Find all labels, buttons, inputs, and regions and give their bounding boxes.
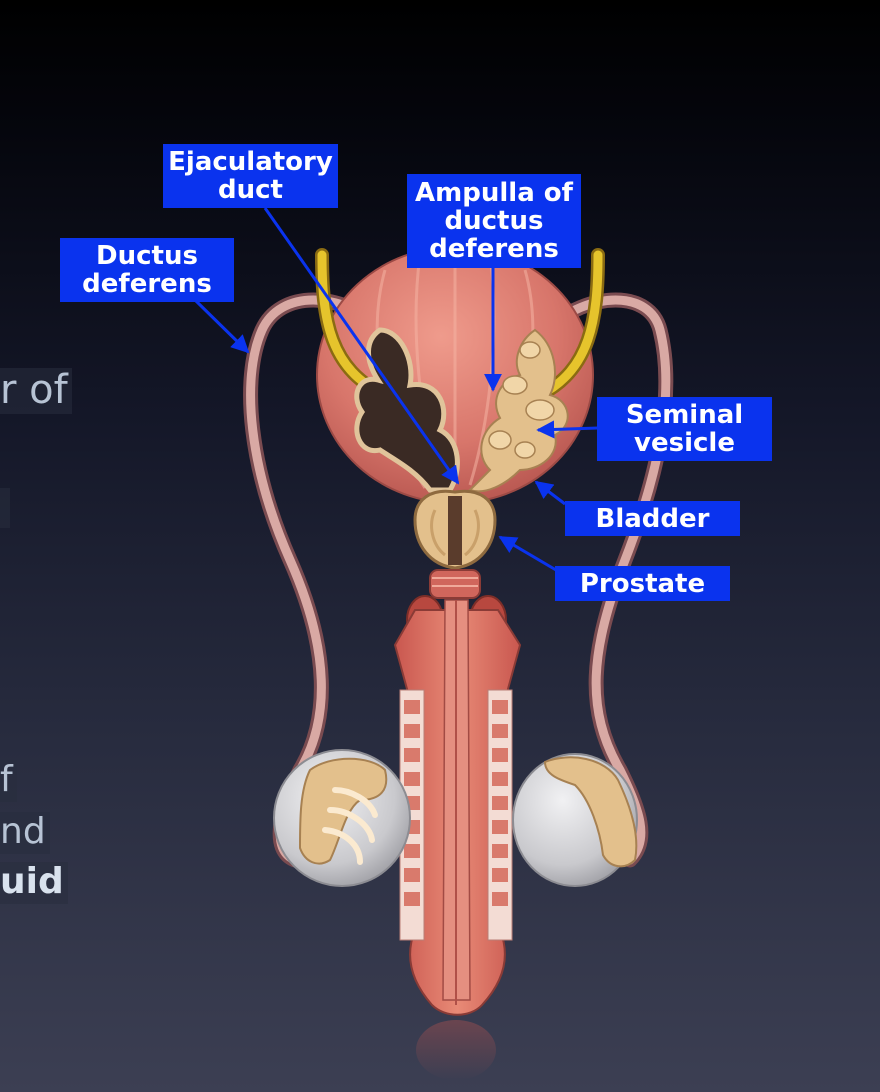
arrow-bladder: [534, 480, 566, 506]
background-text-line-3: nd: [0, 812, 50, 854]
arrow-ductus-deferens: [193, 298, 250, 354]
label-seminal-vesicle: Seminal vesicle: [597, 397, 772, 461]
background-text-line-2: f: [0, 760, 17, 802]
label-ampulla-of-ductus-deferens: Ampulla of ductus deferens: [407, 174, 581, 268]
background-text-line-1: r of: [0, 368, 72, 414]
background-bar: [0, 488, 10, 528]
urethral-sphincter: [429, 569, 481, 599]
epididymis-right: [543, 756, 638, 868]
pointer-arrows: [193, 207, 599, 572]
arrow-prostate: [498, 535, 557, 572]
label-bladder: Bladder: [565, 501, 740, 536]
label-ductus-deferens: Ductus deferens: [60, 238, 234, 302]
label-ejaculatory-duct: Ejaculatory duct: [163, 144, 338, 208]
arrow-ejaculatory-duct: [263, 207, 460, 485]
label-prostate: Prostate: [555, 566, 730, 601]
arrow-seminal-vesicle: [536, 420, 599, 439]
background-text-line-4: uid: [0, 862, 68, 904]
